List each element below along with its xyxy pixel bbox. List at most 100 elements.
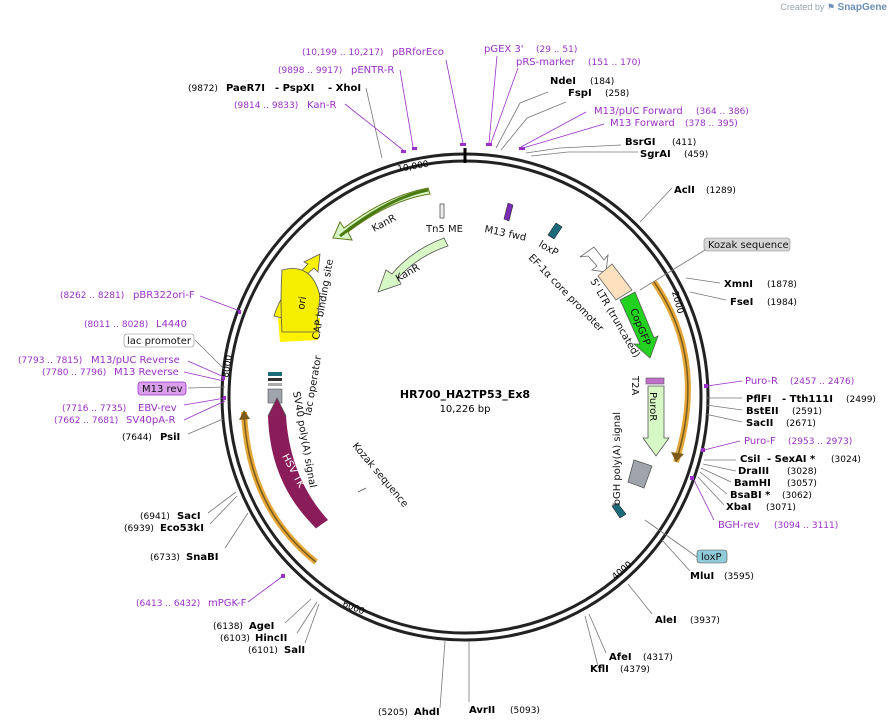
m13-rev-box[interactable]: M13 rev: [137, 381, 187, 396]
site-BstEII[interactable]: BstEII(2591): [746, 406, 822, 417]
svg-text:PflFI: PflFI: [746, 394, 771, 405]
primer-M13-reverse[interactable]: (7780 .. 7796)M13 Reverse: [42, 367, 179, 378]
loxp-bottom-mark: [611, 503, 627, 519]
site-AfeI[interactable]: AfeI(4317): [609, 652, 673, 663]
svg-text:SnaBI: SnaBI: [186, 552, 218, 563]
svg-text:AclI: AclI: [674, 185, 695, 196]
svg-text:FseI: FseI: [730, 297, 753, 308]
site-HincII[interactable]: (6103)HincII: [220, 633, 287, 644]
svg-text:Puro-R: Puro-R: [745, 376, 778, 387]
site-AgeI[interactable]: (6138)AgeI: [213, 621, 274, 632]
site-NdeI[interactable]: NdeI(184): [550, 76, 614, 87]
ef1a-arrow: [579, 246, 609, 273]
site-MluI[interactable]: MluI(3595): [690, 571, 754, 582]
svg-text:pRS-marker: pRS-marker: [516, 57, 576, 68]
site-SacI[interactable]: (6941)SacI: [140, 511, 201, 522]
svg-text:(3062): (3062): [782, 491, 812, 501]
lac-markers: [267, 372, 283, 404]
site-BamHI[interactable]: BamHI(3057): [734, 478, 817, 489]
svg-text:BGH-rev: BGH-rev: [718, 520, 760, 531]
primer-pBR322ori-F[interactable]: (8262 .. 8281)pBR322ori-F: [60, 290, 195, 301]
feature-puror: PuroR: [647, 392, 658, 421]
kozak-top-box[interactable]: Kozak sequence: [703, 237, 791, 252]
svg-text:pBR322ori-F: pBR322ori-F: [133, 290, 195, 301]
lac-promoter-box[interactable]: lac promoter: [123, 333, 195, 348]
copgfp-arrow: [619, 291, 659, 359]
svg-text:(7644): (7644): [122, 433, 152, 443]
primer-EBV-rev[interactable]: (7716 .. 7735)EBV-rev: [62, 403, 177, 414]
svg-text:(258): (258): [605, 89, 629, 99]
kozak-top-label: Kozak sequence: [708, 240, 789, 251]
svg-text:(4379): (4379): [620, 665, 650, 675]
primer-pENTR-R[interactable]: (9898 .. 9917)pENTR-R: [278, 65, 394, 76]
plasmid-backbone: [220, 148, 710, 642]
svg-text:- SexAI *: - SexAI *: [767, 454, 816, 465]
svg-text:(364 .. 386): (364 .. 386): [696, 107, 749, 117]
svg-text:L4440: L4440: [156, 319, 187, 330]
svg-text:(5093): (5093): [510, 706, 540, 716]
site-SgrAI[interactable]: SgrAI(459): [640, 149, 708, 160]
loxp-bottom-label: loxP: [701, 552, 722, 563]
svg-text:BsrGI: BsrGI: [625, 137, 655, 148]
site-BsrGI[interactable]: BsrGI(411): [625, 137, 696, 148]
primer-Puro-F[interactable]: Puro-F(2953 .. 2973): [744, 436, 852, 447]
site-PflFI[interactable]: PflFI- Tth111I(2499): [746, 394, 876, 405]
primer-Puro-R[interactable]: Puro-R(2457 .. 2476): [745, 376, 854, 387]
tn5-me-mark: [439, 203, 445, 219]
svg-text:XbaI: XbaI: [726, 502, 751, 513]
primer-Kan-R[interactable]: (9814 .. 9833)Kan-R: [234, 100, 336, 111]
primer-pBRforEco[interactable]: (10,199 .. 10,217)pBRforEco: [302, 47, 444, 58]
svg-text:(4317): (4317): [643, 653, 673, 663]
site-leaders: [187, 87, 743, 709]
site-Eco53kI[interactable]: (6939)Eco53kI: [124, 523, 204, 534]
feature-t2a: T2A: [629, 375, 640, 395]
primer-M13-forward[interactable]: M13 Forward(378 .. 395): [610, 118, 738, 129]
svg-text:SalI: SalI: [284, 645, 305, 656]
site-FspI[interactable]: FspI(258): [568, 88, 629, 99]
site-DraIII[interactable]: DraIII(3028): [738, 466, 817, 477]
site-PsiI[interactable]: (7644) PsiI: [122, 432, 180, 443]
site-CsiI[interactable]: CsiI- SexAI *(3024): [740, 454, 861, 465]
svg-text:PsiI: PsiI: [160, 432, 180, 443]
svg-text:pGEX 3': pGEX 3': [484, 44, 524, 55]
site-XmnI[interactable]: XmnI(1878): [724, 279, 797, 290]
svg-text:(2671): (2671): [786, 419, 816, 429]
site-AvrII[interactable]: AvrII (5093): [469, 705, 540, 716]
svg-text:(459): (459): [684, 150, 708, 160]
site-SacII[interactable]: SacII(2671): [746, 418, 816, 429]
site-AhdI[interactable]: (5205)AhdI: [378, 707, 440, 718]
primer-pRS-marker[interactable]: pRS-marker(151 .. 170): [516, 57, 641, 68]
primer-L4440[interactable]: (8011 .. 8028)L4440: [84, 319, 187, 330]
site-SnaBI[interactable]: (6733) SnaBI: [150, 552, 218, 563]
feature-lac-operator: lac operator: [303, 354, 325, 416]
svg-text:SV40pA-R: SV40pA-R: [126, 415, 175, 426]
site-PaeR7I[interactable]: (9872)PaeR7I- PspXI- XhoI: [188, 83, 361, 94]
site-SalI[interactable]: (6101)SalI: [248, 645, 305, 656]
primer-SV40pA-R[interactable]: (7662 .. 7681)SV40pA-R: [54, 415, 175, 426]
svg-text:(6941): (6941): [140, 512, 170, 522]
svg-text:Kan-R: Kan-R: [307, 100, 336, 111]
svg-text:(6733): (6733): [150, 553, 180, 563]
primer-BGH-rev[interactable]: BGH-rev(3094 .. 3111): [718, 520, 838, 531]
site-XbaI[interactable]: XbaI (3071): [726, 502, 796, 513]
svg-text:(3071): (3071): [766, 503, 796, 513]
loxp-top-mark: [547, 222, 563, 240]
site-KflI[interactable]: KflI(4379): [590, 664, 650, 675]
svg-text:Puro-F: Puro-F: [744, 436, 776, 447]
site-AclI[interactable]: AclI(1289): [674, 185, 736, 196]
svg-text:HincII: HincII: [255, 633, 287, 644]
svg-text:AvrII: AvrII: [469, 705, 495, 716]
primer-M13pUC-forward[interactable]: M13/pUC Forward(364 .. 386): [594, 106, 749, 117]
primer-mPGK-F[interactable]: (6413 .. 6432)mPGK-F: [136, 598, 247, 609]
site-AleI[interactable]: AleI(3937): [655, 615, 720, 626]
loxp-bottom-box[interactable]: loxP: [696, 549, 728, 564]
feature-tn5-me: Tn5 ME: [425, 224, 463, 235]
site-FseI[interactable]: FseI(1984): [730, 297, 797, 308]
svg-text:M13/pUC Reverse: M13/pUC Reverse: [91, 355, 180, 366]
kanr-inner-arrow: [377, 237, 449, 293]
svg-text:CsiI: CsiI: [740, 454, 760, 465]
primer-M13pUC-reverse[interactable]: (7793 .. 7815)M13/pUC Reverse: [18, 355, 180, 366]
primer-pGEX3[interactable]: pGEX 3'(29 .. 51): [484, 44, 577, 55]
site-BsaBI[interactable]: BsaBI *(3062): [730, 490, 812, 501]
svg-text:BstEII: BstEII: [746, 406, 779, 417]
